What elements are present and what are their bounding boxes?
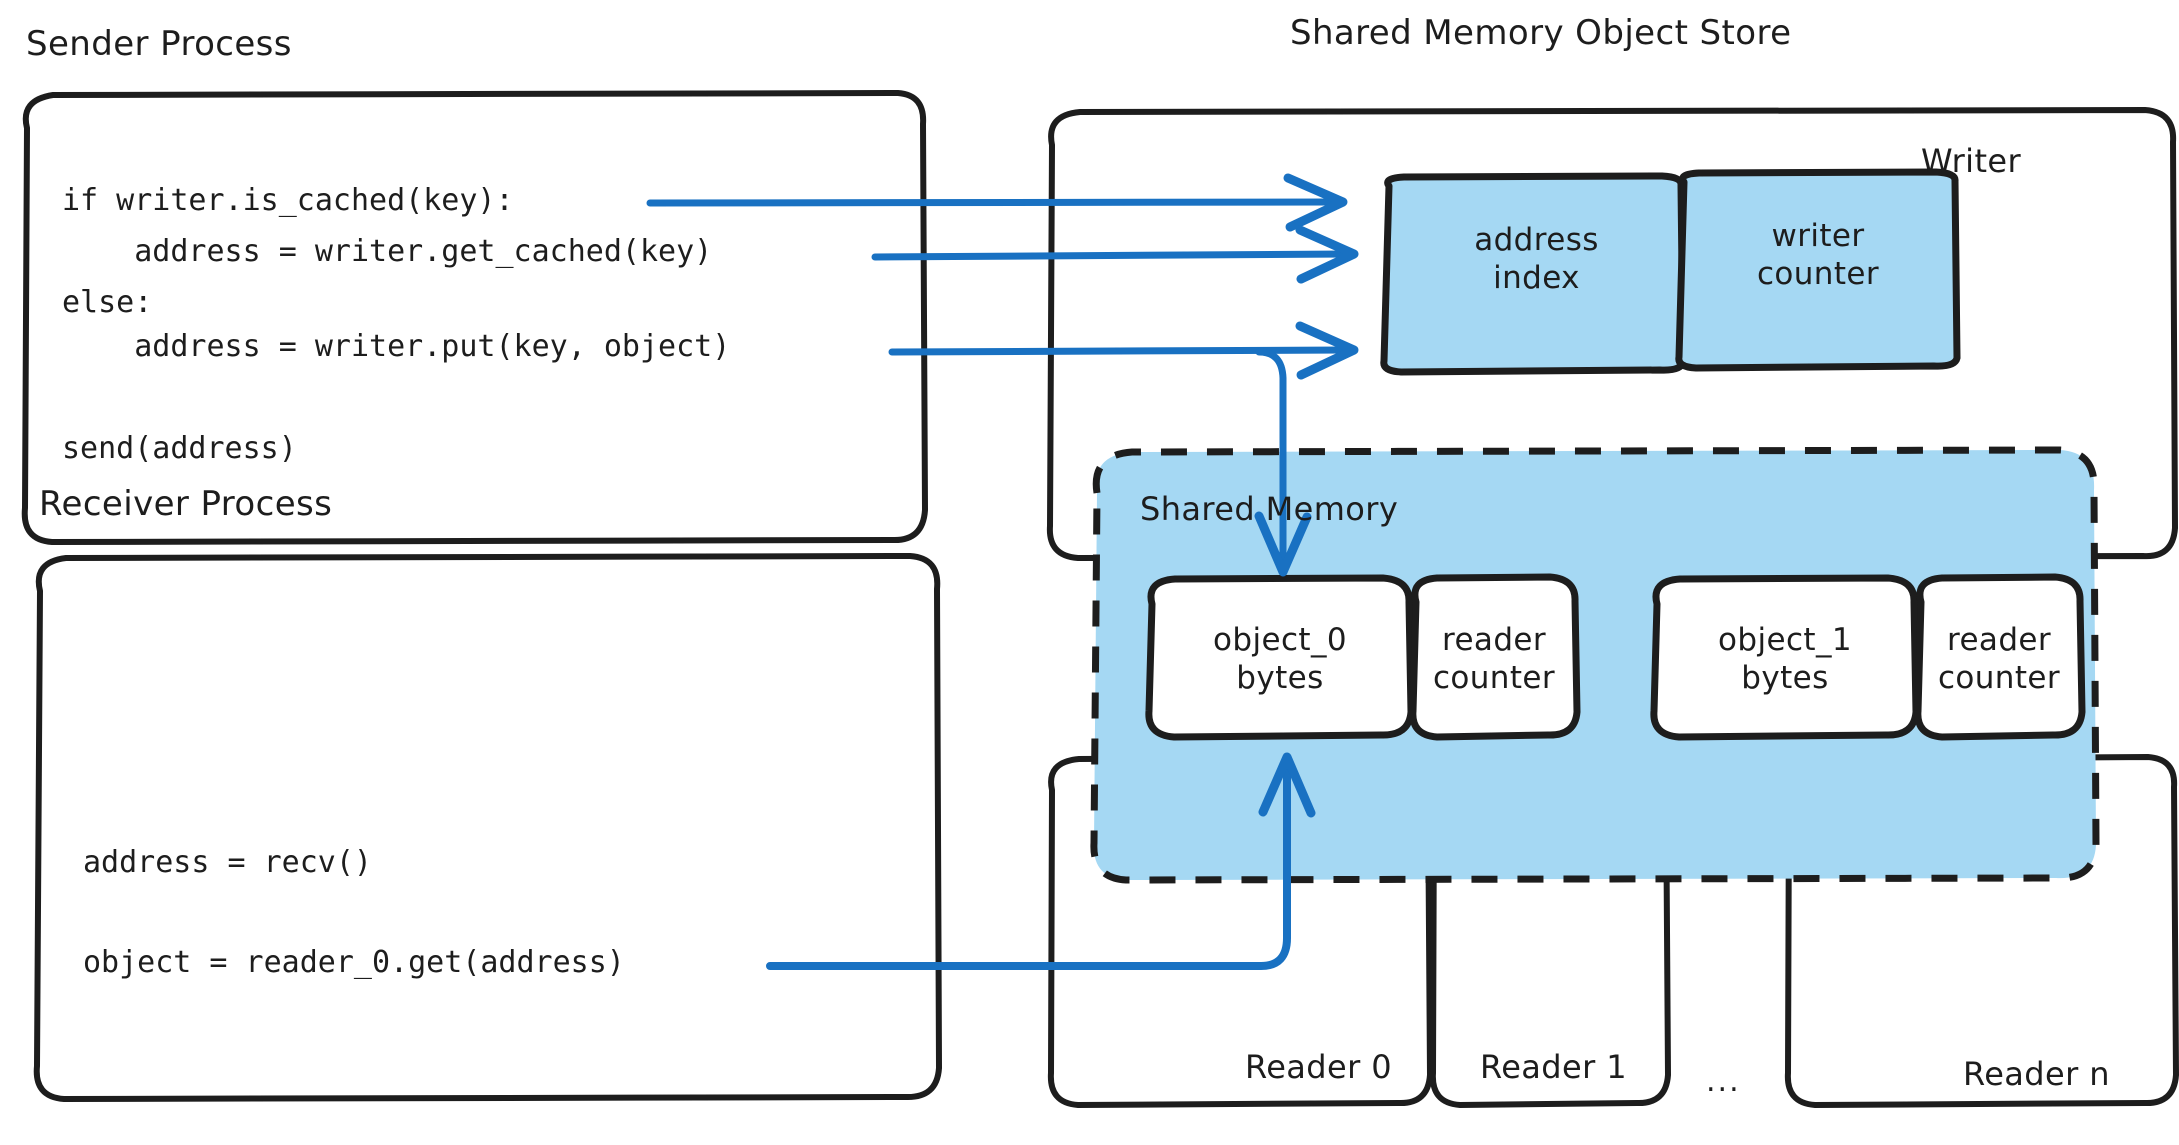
reader-ellipsis-label: ... [1706,1064,1741,1099]
receiver-process-title: Receiver Process [39,484,333,524]
sender-process-box [21,90,928,545]
chip-reader-counter-0-line1: reader [1441,622,1547,658]
chip-reader-counter-0-line2: counter [1432,659,1556,696]
chip-writer-counter-line1: writer [1771,218,1865,254]
sender-process-title: Sender Process [26,24,292,64]
reader-label-0: Reader 0 [1245,1048,1392,1086]
receiver-code-line-0: address = recv() [83,845,372,880]
reader-label-1: Reader 1 [1480,1048,1627,1086]
sender-code-line-1: address = writer.get_cached(key) [62,234,713,269]
sender-code-line-5: send(address) [62,431,297,466]
chip-reader-counter-1-line2: counter [1937,659,2061,696]
reader-label-n: Reader n [1963,1055,2110,1093]
chip-writer-counter-line2: counter [1756,255,1880,292]
chip-object-1-line1: object_1 [1718,622,1852,658]
chip-object-0-line2: bytes [1236,659,1324,696]
chip-address-index-line1: address [1474,222,1599,258]
chip-writer-counter [1675,168,1961,372]
shared-memory-label: Shared Memory [1140,490,1399,528]
chip-address-index-line2: index [1493,259,1580,296]
chip-reader-counter-1 [1914,573,2086,741]
chip-reader-counter-1-line1: reader [1946,622,2052,658]
chip-reader-counter-0 [1409,573,1581,741]
chip-object-0-line1: object_0 [1213,622,1347,658]
sender-code-line-0: if writer.is_cached(key): [62,183,514,218]
receiver-code-line-2: object = reader_0.get(address) [83,945,625,980]
sender-code-line-3: address = writer.put(key, object) [62,329,731,364]
receiver-process-box [33,553,942,1102]
chip-object-1-line2: bytes [1741,659,1829,696]
object-store-title: Shared Memory Object Store [1290,13,1792,53]
writer-label: Writer [1921,142,2022,180]
sender-code-line-2: else: [62,285,153,320]
